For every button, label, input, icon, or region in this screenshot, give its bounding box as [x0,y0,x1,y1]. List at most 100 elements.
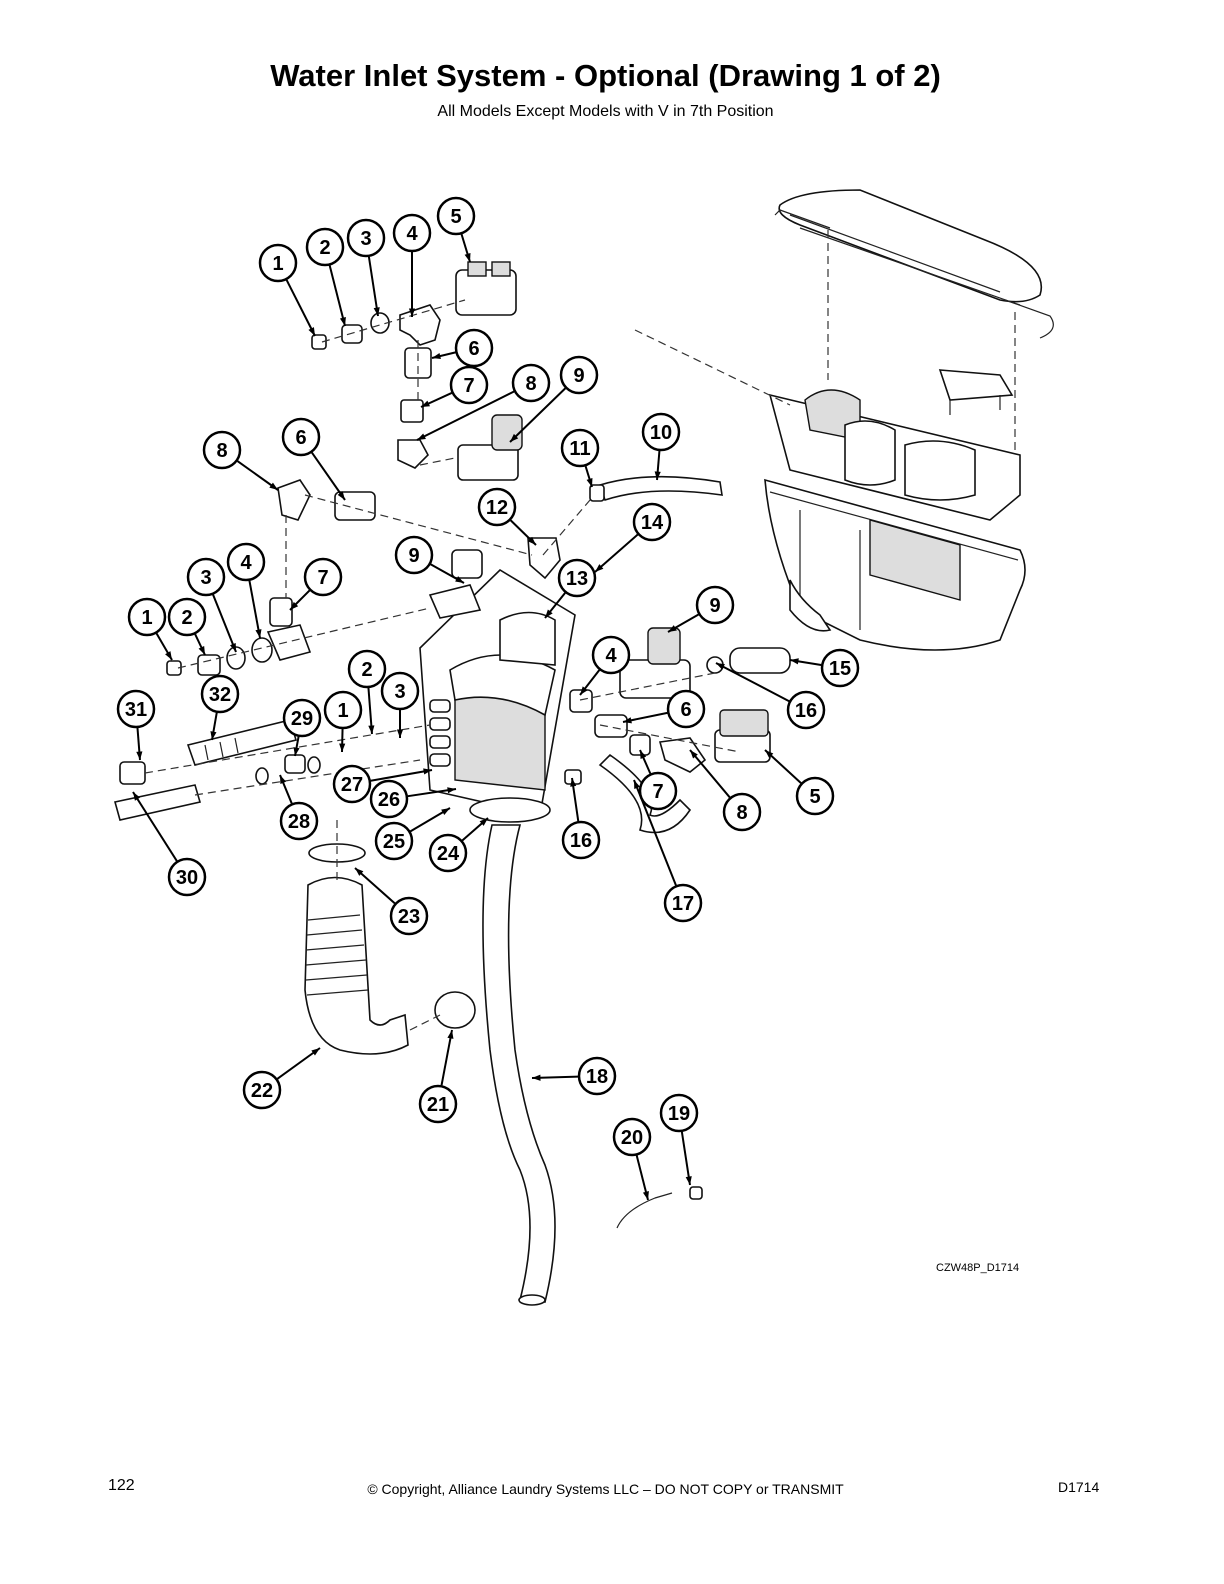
leader-arrowhead [339,743,346,752]
callout-8: 8 [722,792,762,832]
callout-circle [200,674,240,714]
small-parts [616,1186,703,1229]
callout-circle [560,428,600,468]
callout-label: 7 [652,781,663,803]
callout-label: 2 [319,237,330,259]
callout-label: 16 [795,700,817,722]
callout-label: 21 [427,1094,449,1116]
callout-circle [632,502,672,542]
leader-arrowhead [269,482,278,490]
callout-21: 21 [418,1084,458,1124]
page-subtitle: All Models Except Models with V in 7th P… [437,103,774,120]
leader-arrowhead [311,1048,320,1056]
callout-8: 8 [511,363,551,403]
callout-circle [116,689,156,729]
callout-17: 17 [663,883,703,923]
callout-circle [577,1056,617,1096]
leader-line-3 [212,594,237,653]
callout-label: 3 [394,681,405,703]
leader-arrowhead [396,729,404,738]
leader-arrowhead [545,609,553,618]
callout-label: 15 [829,658,851,680]
callout-label: 3 [360,228,371,250]
callout-circle [436,196,476,236]
callout-label: 20 [621,1127,643,1149]
callout-label: 18 [586,1066,608,1088]
callout-label: 7 [463,375,474,397]
leader-line-23 [354,867,396,905]
callout-label: 31 [125,699,147,721]
leader-arrowhead [447,1030,454,1039]
left-pipe-group [114,719,431,821]
callout-circle [167,597,207,637]
leader-arrowhead [229,643,236,652]
leader-arrowhead [293,747,300,756]
callout-label: 2 [361,659,372,681]
callout-circle [428,833,468,873]
callout-circle [380,671,420,711]
callout-circle [511,363,551,403]
left-fitting-group [166,479,533,676]
leader-arrowhead [408,308,416,317]
leader-arrowhead [634,780,640,789]
callout-circle [591,635,631,675]
callout-1: 1 [258,243,298,283]
callout-4: 4 [591,635,631,675]
callout-label: 4 [605,645,617,667]
callout-circle [612,1117,652,1157]
leader-line-19 [680,1131,691,1186]
leader-arrowhead [136,751,143,760]
page-number: 122 [108,1477,135,1494]
callout-29: 29 [282,698,322,738]
callout-label: 28 [288,811,310,833]
callout-3: 3 [346,218,386,258]
leader-arrowhead [432,353,441,360]
callout-circle [663,883,703,923]
callout-2: 2 [167,597,207,637]
upper-valve-group [311,261,523,481]
hose-fittings [527,475,723,580]
copyright-notice: © Copyright, Alliance Laundry Systems LL… [367,1481,844,1497]
callout-22: 22 [242,1070,282,1110]
leader-line-9 [509,387,567,443]
callout-2: 2 [347,649,387,689]
callout-9: 9 [559,355,599,395]
callout-circle [305,227,345,267]
callout-18: 18 [577,1056,617,1096]
callout-circle [202,430,242,470]
callout-label: 4 [240,552,252,574]
callout-circle [795,776,835,816]
leader-arrowhead [527,536,536,545]
leader-lines [132,233,822,1201]
leader-arrowhead [716,663,725,670]
callout-circle [666,689,706,729]
leader-arrowhead [510,433,519,442]
callout-circle [347,649,387,689]
callout-label: 30 [176,867,198,889]
leader-arrowhead [423,768,432,775]
callout-circle [559,355,599,395]
drawing-code: CZW48P_D1714 [936,1262,1020,1274]
leader-arrowhead [255,629,262,638]
callout-circle [369,779,409,819]
leader-arrowhead [447,787,456,794]
callout-1: 1 [127,597,167,637]
leader-arrowhead [532,1074,541,1081]
callout-circle [557,558,597,598]
callout-label: 1 [141,607,152,629]
callout-circle [282,698,322,738]
callout-16: 16 [561,820,601,860]
callout-3: 3 [186,557,226,597]
callout-4: 4 [392,213,432,253]
drain-hoses [304,820,556,1306]
callout-label: 1 [272,253,283,275]
callout-28: 28 [279,801,319,841]
leader-arrowhead [668,625,677,632]
leader-arrowhead [623,717,632,724]
callout-label: 23 [398,906,420,928]
callout-circle [346,218,386,258]
leader-line-6 [311,452,346,501]
callout-25: 25 [374,821,414,861]
